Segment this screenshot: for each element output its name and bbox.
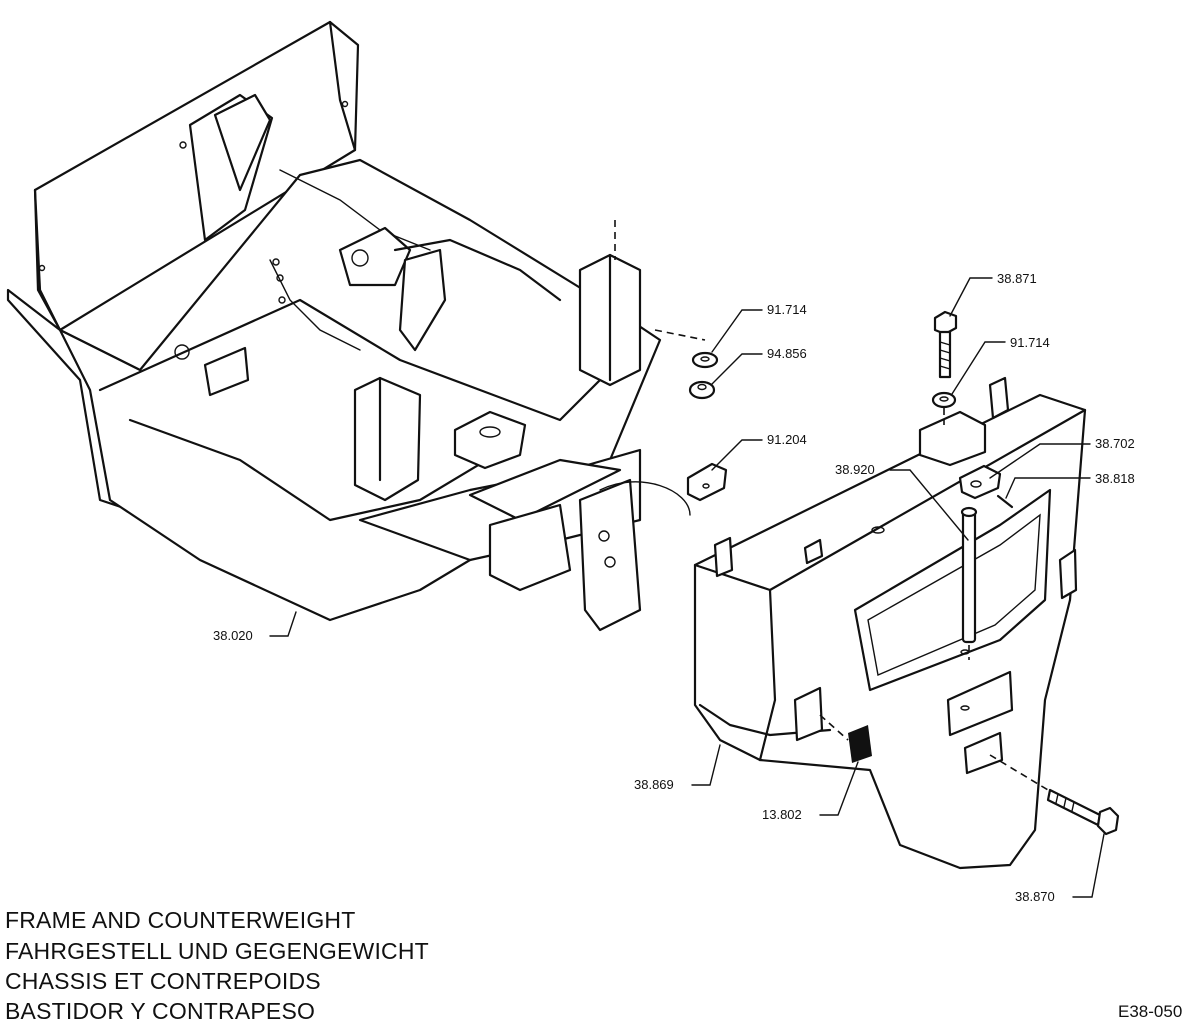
- title-german: FAHRGESTELL UND GEGENGEWICHT: [5, 938, 429, 964]
- label-38020: 38.020: [213, 628, 253, 643]
- label-91714-left: 91.714: [767, 302, 807, 317]
- part-labels: 38.871 91.714 94.856 91.714 91.204 38.70…: [213, 271, 1135, 904]
- label-38702: 38.702: [1095, 436, 1135, 451]
- pin-38818: [996, 494, 1014, 509]
- title-spanish: BASTIDOR Y CONTRAPESO: [5, 998, 315, 1024]
- washer-91714-left: [691, 351, 719, 369]
- bolt-38871: [933, 310, 958, 379]
- decal-13802: [819, 714, 872, 763]
- title-block: FRAME AND COUNTERWEIGHT FAHRGESTELL UND …: [5, 907, 429, 1024]
- label-13802: 13.802: [762, 807, 802, 822]
- figure-code: E38-050: [1118, 1002, 1182, 1021]
- washer-91714-right: [931, 391, 957, 425]
- rod-38920: [960, 506, 978, 660]
- block-91204: [599, 462, 728, 516]
- label-94856: 94.856: [767, 346, 807, 361]
- label-38869: 38.869: [634, 777, 674, 792]
- counterweight-drawing: [693, 376, 1087, 870]
- title-english: FRAME AND COUNTERWEIGHT: [5, 907, 355, 933]
- label-38870: 38.870: [1015, 889, 1055, 904]
- frame-drawing: [6, 20, 706, 632]
- leader-lines: [269, 277, 1105, 898]
- clip-38702: [958, 464, 1002, 500]
- label-38871: 38.871: [997, 271, 1037, 286]
- label-38920: 38.920: [835, 462, 875, 477]
- nut-94856: [688, 380, 716, 400]
- title-french: CHASSIS ET CONTREPOIDS: [5, 968, 321, 994]
- label-91204: 91.204: [767, 432, 807, 447]
- label-38818: 38.818: [1095, 471, 1135, 486]
- label-91714-right: 91.714: [1010, 335, 1050, 350]
- bolt-38870: [989, 754, 1120, 836]
